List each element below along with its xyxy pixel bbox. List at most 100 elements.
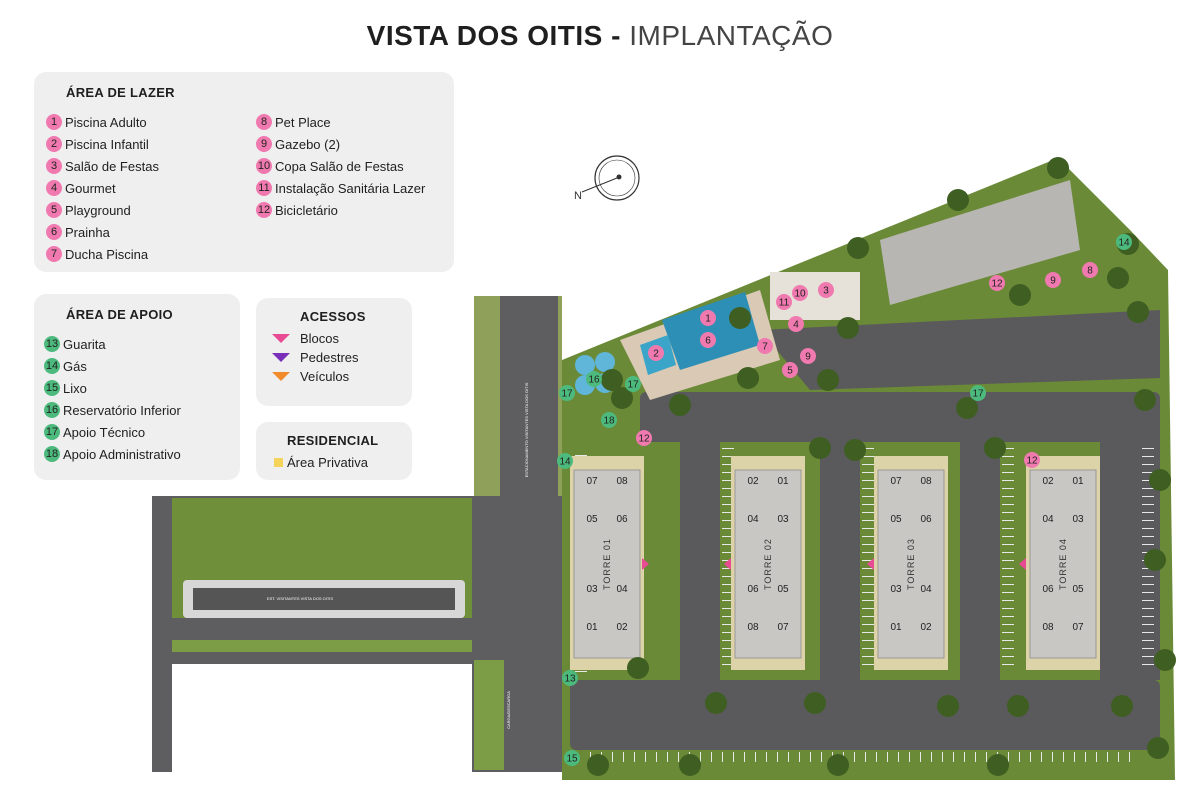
- parking-space: [898, 752, 899, 762]
- apartment-number: 08: [747, 622, 759, 633]
- public-block-empty: [172, 664, 472, 772]
- legend-item-label: Piscina Infantil: [65, 136, 149, 152]
- parking-space: [678, 752, 679, 762]
- triangle-marker-icon: [272, 334, 290, 343]
- parking-space: [744, 752, 745, 762]
- parking-space: [575, 455, 587, 456]
- parking-space: [722, 624, 734, 625]
- parking-space: [1142, 456, 1154, 457]
- marker-circle: [648, 345, 664, 361]
- marker-circle: [757, 338, 773, 354]
- parking-space: [1002, 560, 1014, 561]
- map-marker-15: 15: [564, 750, 580, 766]
- legend-item-label: Playground: [65, 202, 131, 218]
- parking-space: [575, 623, 587, 624]
- map-marker-5: 5: [782, 362, 798, 378]
- parking-space: [862, 656, 874, 657]
- parking-space: [1002, 480, 1014, 481]
- compass-north-label: N: [574, 190, 582, 202]
- apartment-number: 08: [1042, 622, 1054, 633]
- parking-space: [1142, 616, 1154, 617]
- parking-space: [788, 752, 789, 762]
- marker-circle: [989, 275, 1005, 291]
- parking-space: [909, 752, 910, 762]
- parking-space: [931, 752, 932, 762]
- parking-space: [1002, 448, 1014, 449]
- apartment-number: 01: [777, 476, 789, 487]
- parking-space: [575, 671, 587, 672]
- legend-item-label: Reservatório Inferior: [63, 402, 181, 418]
- parking-space: [1002, 488, 1014, 489]
- marker-circle: [700, 332, 716, 348]
- apartment-number: 05: [890, 514, 902, 525]
- legend-number-badge: 4: [46, 180, 62, 196]
- marker-number: 14: [1118, 238, 1130, 249]
- parking-space: [575, 495, 587, 496]
- parking-space: [722, 456, 734, 457]
- legend-item-label: Blocos: [300, 331, 340, 346]
- tower-label: TORRE 04: [1058, 538, 1068, 590]
- parking-space: [862, 632, 874, 633]
- parking-space: [575, 519, 587, 520]
- parking-space: [876, 752, 877, 762]
- parking-space: [1142, 656, 1154, 657]
- parking-space: [1142, 600, 1154, 601]
- visitor-parking-label: ESTACIONAMENTO VISITANTES VISTA DOS OITI…: [524, 382, 529, 477]
- marker-number: 7: [762, 342, 768, 353]
- parking-space: [865, 752, 866, 762]
- legend-item-label: Ducha Piscina: [65, 246, 149, 262]
- marker-circle: [1116, 234, 1132, 250]
- marker-circle: [562, 670, 578, 686]
- apartment-number: 02: [920, 622, 932, 633]
- parking-space: [722, 544, 734, 545]
- parking-space: [1142, 488, 1154, 489]
- legend-item-label: Gourmet: [65, 180, 116, 196]
- parking-space: [1142, 568, 1154, 569]
- map-marker-9: 9: [800, 348, 816, 364]
- parking-space: [1118, 752, 1119, 762]
- parking-space: [1142, 448, 1154, 449]
- legend-number-badge: 2: [46, 136, 62, 152]
- parking-space: [722, 568, 734, 569]
- square-swatch-icon: [274, 458, 283, 467]
- legend-item-label: Salão de Festas: [65, 158, 159, 174]
- apartment-number: 04: [1042, 514, 1054, 525]
- apartment-number: 05: [990, 207, 1002, 218]
- parking-space: [1002, 456, 1014, 457]
- parking-space: [1030, 752, 1031, 762]
- parking-space: [722, 632, 734, 633]
- private-area: [1026, 456, 1100, 670]
- street-vertical: [500, 296, 558, 766]
- tower-label: TORRE 02: [763, 538, 773, 590]
- trees: [587, 157, 1176, 776]
- parking-space: [1002, 520, 1014, 521]
- street-block: [152, 496, 562, 772]
- legend-acessos-heading: ACESSOS: [300, 309, 366, 324]
- parking-space: [1002, 616, 1014, 617]
- legend-number-badge: 8: [256, 114, 272, 130]
- apartment-number: 07: [586, 476, 598, 487]
- legend-item-label: Gás: [63, 358, 87, 374]
- triangle-marker-icon: [272, 372, 290, 381]
- map-marker-8: 8: [1082, 262, 1098, 278]
- marker-circle: [559, 385, 575, 401]
- legend-item-label: Pedestres: [300, 350, 359, 365]
- parking-space: [1142, 592, 1154, 593]
- map-marker-2: 2: [648, 345, 664, 361]
- legend-number-badge: 6: [46, 224, 62, 240]
- parking-space: [1002, 632, 1014, 633]
- torre-05-block: [880, 180, 1080, 305]
- parking-space: [1002, 624, 1014, 625]
- parking-space: [575, 631, 587, 632]
- marker-circle: [792, 285, 808, 301]
- legend-item-label: Apoio Técnico: [63, 424, 146, 440]
- tree: [987, 754, 1009, 776]
